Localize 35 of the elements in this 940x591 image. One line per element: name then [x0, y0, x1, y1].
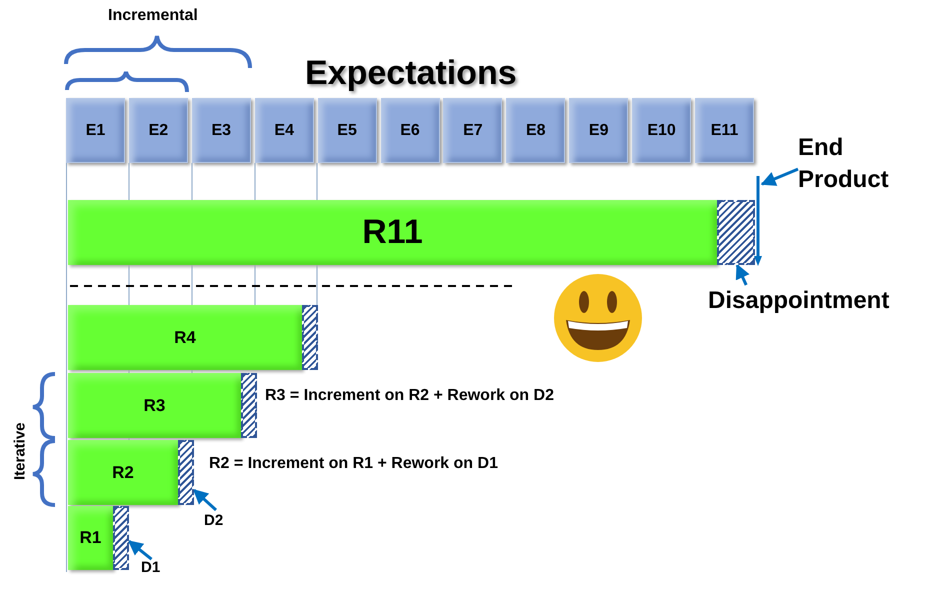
callout-text: End Product [798, 132, 908, 196]
expectation-box: E8 [506, 98, 566, 163]
expectation-box: E9 [569, 98, 628, 163]
expectation-box: E4 [254, 98, 314, 163]
hatched-gap [113, 506, 129, 570]
callout-text: Disappointment [708, 285, 920, 317]
callout-text: D1 [141, 557, 171, 579]
expectation-box: E3 [192, 98, 251, 163]
leader-line [192, 488, 217, 512]
expectation-box: E6 [380, 98, 440, 163]
leader-line [760, 168, 799, 186]
diagram-title: Expectations [305, 53, 517, 94]
equation-text: R2 = Increment on R1 + Rework on D1 [209, 454, 498, 474]
equation-text: R3 = Increment on R2 + Rework on D2 [265, 386, 554, 406]
expectation-box: E10 [632, 98, 692, 163]
hatched-gap [302, 305, 318, 370]
release-bar: R11 [68, 200, 717, 265]
end-marker [754, 176, 762, 266]
leader-line [736, 264, 750, 286]
expectation-box: E2 [128, 98, 188, 163]
expectation-box: E1 [66, 98, 125, 163]
callout-text: D2 [204, 510, 234, 532]
hatched-gap [178, 440, 194, 505]
hatched-gap [717, 200, 755, 265]
bracket-label: Iterative [10, 422, 30, 480]
release-bar: R2 [68, 440, 178, 505]
expectation-box: E7 [443, 98, 502, 163]
release-bar: R1 [68, 506, 113, 570]
expectation-box: E5 [318, 98, 377, 163]
release-bar: R4 [68, 305, 302, 370]
bracket-label: Incremental [108, 6, 198, 26]
release-bar: R3 [68, 373, 241, 438]
expectation-box: E11 [695, 98, 754, 163]
hatched-gap [241, 373, 257, 438]
leader-line [128, 540, 152, 560]
